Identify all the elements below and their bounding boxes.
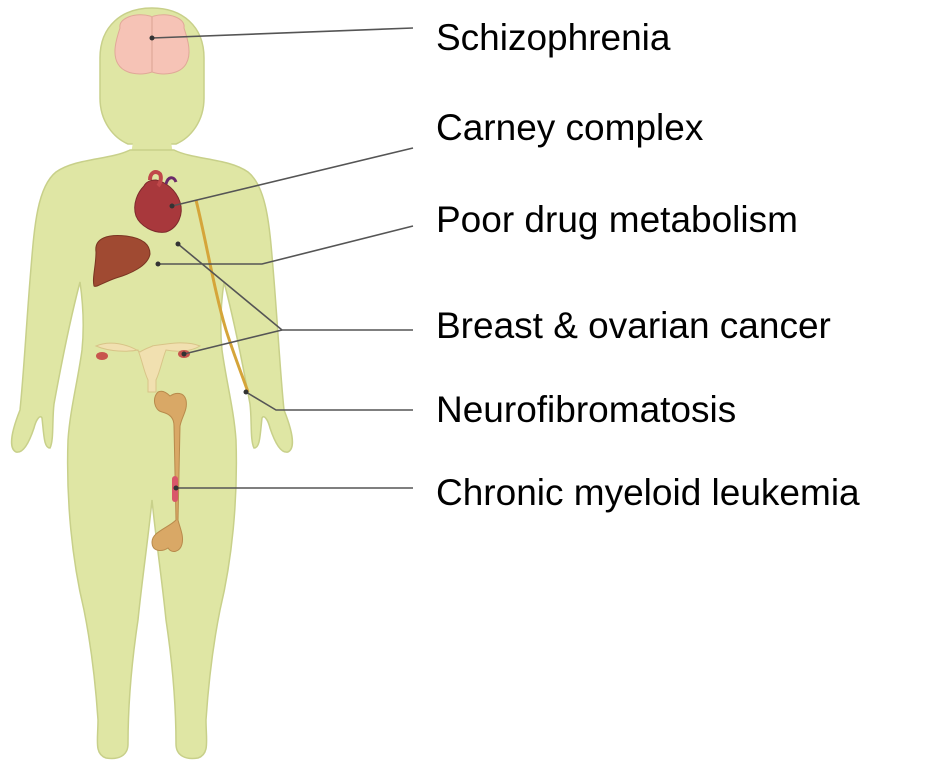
ovary-left-icon [96,352,108,360]
torso-and-limbs [12,150,293,758]
label-carney-complex: Carney complex [436,107,704,148]
brain-icon [115,15,189,74]
labels: Schizophrenia Carney complex Poor drug m… [436,17,860,513]
label-poor-drug-metabolism: Poor drug metabolism [436,199,798,240]
label-chronic-myeloid-leukemia: Chronic myeloid leukemia [436,472,860,513]
label-schizophrenia: Schizophrenia [436,17,671,58]
label-breast-ovarian-cancer: Breast & ovarian cancer [436,305,831,346]
label-neurofibromatosis: Neurofibromatosis [436,389,736,430]
